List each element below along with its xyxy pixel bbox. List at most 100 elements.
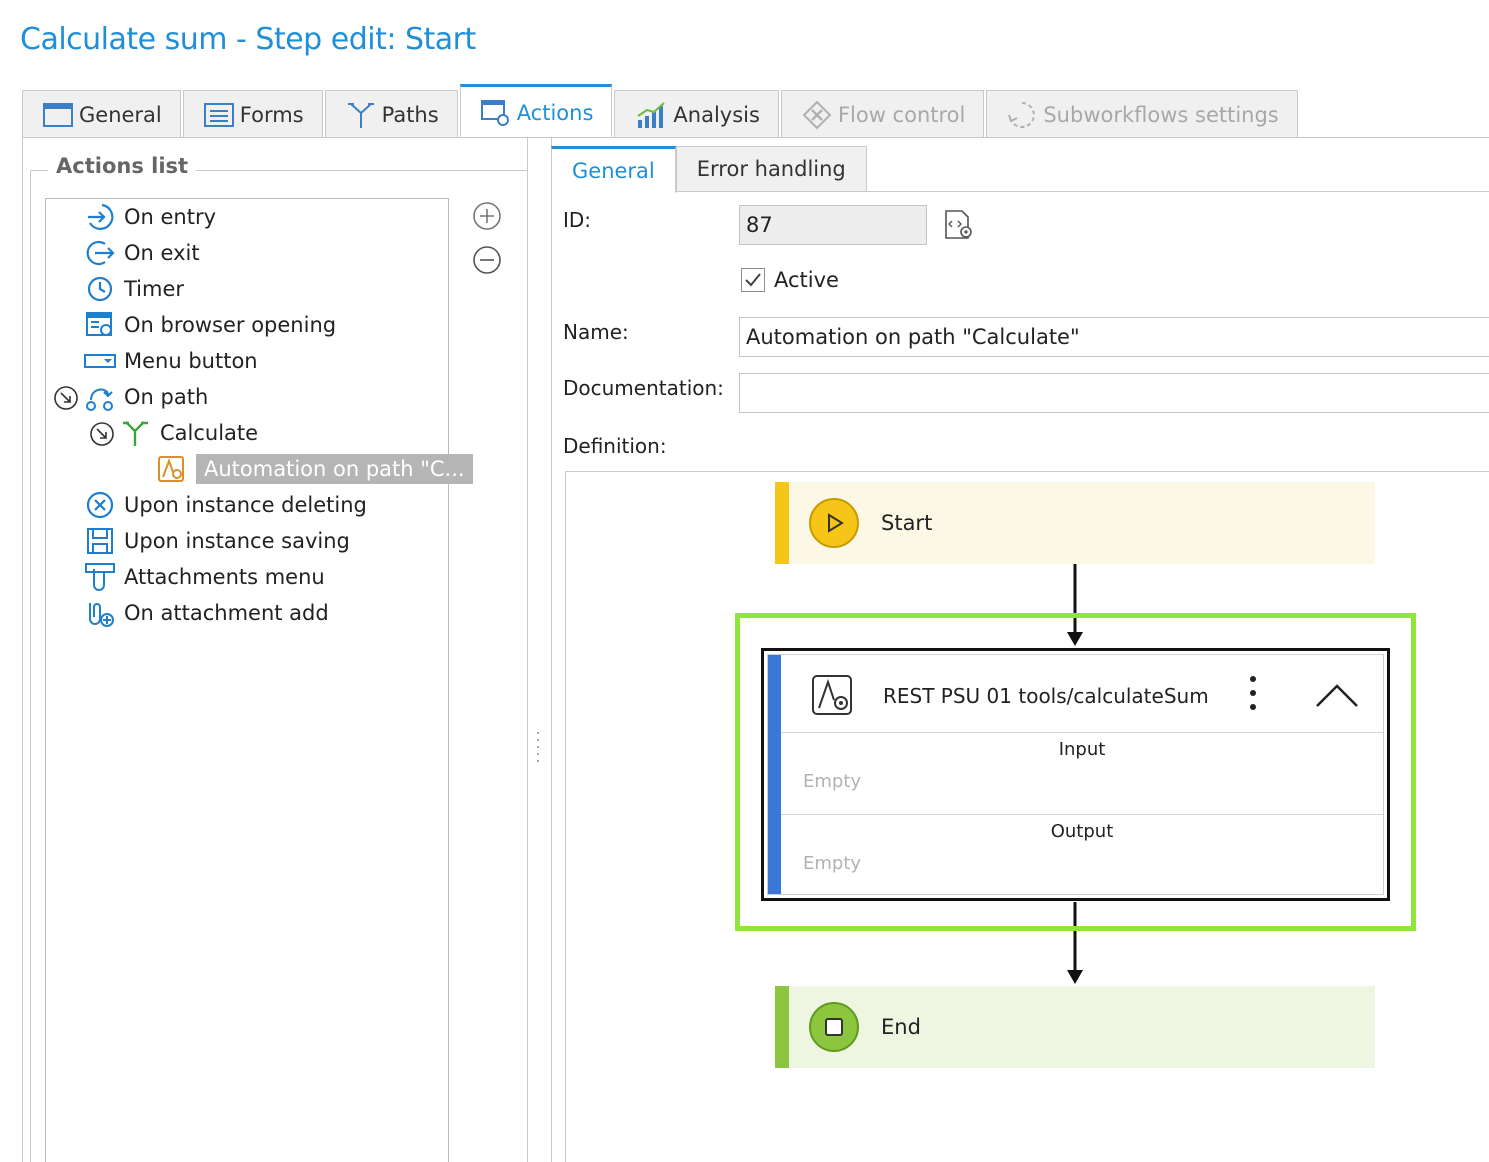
more-options-icon[interactable] (1248, 675, 1258, 715)
subtab-general[interactable]: General (551, 146, 676, 193)
tree-item-label: Calculate (160, 421, 259, 445)
subtabs-divider (848, 191, 1489, 192)
subworkflow-icon (1008, 101, 1036, 128)
tab-actions-label: Actions (516, 100, 594, 125)
subtab-error-handling[interactable]: Error handling (675, 146, 867, 192)
tree-item-automation-on-path[interactable]: Automation on path "C... (156, 452, 473, 486)
end-label: End (881, 1015, 921, 1039)
documentation-label: Documentation: (563, 376, 724, 400)
main-tabs: General Forms Paths Actions Analysis Flo… (22, 84, 1300, 138)
tab-subworkflows-settings[interactable]: Subworkflows settings (986, 90, 1298, 138)
form-icon (203, 102, 234, 127)
tree-item-label: Upon instance saving (124, 529, 350, 553)
checkmark-icon (745, 273, 761, 287)
start-node-bar (775, 482, 789, 564)
automation-icon (812, 675, 852, 715)
tree-item-label: On attachment add (124, 601, 329, 625)
action-title: REST PSU 01 tools/calculateSum (883, 684, 1209, 708)
save-icon (84, 525, 116, 557)
tab-actions[interactable]: Actions (459, 84, 613, 138)
definition-label: Definition: (563, 434, 667, 458)
tree-item-on-browser-opening[interactable]: On browser opening (84, 308, 336, 342)
output-section: Output Empty (781, 815, 1383, 897)
input-title: Input (1058, 739, 1106, 760)
play-icon (809, 498, 859, 548)
tree-item-calculate[interactable]: Calculate (120, 416, 258, 450)
tree-item-on-path[interactable]: On path (84, 380, 208, 414)
name-field[interactable]: Automation on path "Calculate" (739, 317, 1489, 357)
tab-analysis[interactable]: Analysis (614, 90, 779, 138)
deleting-icon (84, 489, 116, 521)
tab-flow-control-label: Flow control (837, 102, 966, 127)
input-section: Input Empty (781, 733, 1383, 815)
tree-item-label: On path (124, 385, 209, 409)
code-settings-icon[interactable] (942, 208, 976, 242)
tree-item-upon-instance-deleting[interactable]: Upon instance deleting (84, 488, 367, 522)
tab-flow-control[interactable]: Flow control (780, 90, 985, 138)
paths-icon (347, 102, 374, 128)
name-label: Name: (563, 320, 629, 344)
tab-general[interactable]: General (22, 90, 181, 138)
tree-item-timer[interactable]: Timer (84, 272, 184, 306)
right-panel (551, 137, 1489, 1162)
end-node[interactable]: End (775, 986, 1375, 1068)
actions-icon (480, 99, 509, 126)
automation-icon (156, 453, 188, 485)
tree-item-on-attachment-add[interactable]: On attachment add (84, 596, 329, 630)
tree-item-menu-button[interactable]: Menu button (84, 344, 258, 378)
panel-splitter-handle[interactable] (536, 730, 540, 764)
tree-item-upon-instance-saving[interactable]: Upon instance saving (84, 524, 350, 558)
tab-paths-label: Paths (381, 102, 439, 127)
add-action-button[interactable] (470, 199, 504, 233)
tree-item-label: Menu button (124, 349, 258, 373)
attachment-add-icon (84, 597, 116, 629)
remove-action-button[interactable] (470, 243, 504, 277)
flow-control-icon (802, 100, 832, 129)
on-exit-icon (84, 237, 116, 269)
collapse-on-path-toggle[interactable] (53, 385, 79, 411)
menu-button-icon (84, 345, 116, 377)
collapse-calculate-toggle[interactable] (89, 421, 115, 447)
tab-forms[interactable]: Forms (182, 90, 323, 138)
tree-item-label: Timer (124, 277, 185, 301)
start-label: Start (881, 511, 933, 535)
id-field: 87 (739, 205, 927, 245)
start-node[interactable]: Start (775, 482, 1375, 564)
tree-item-label: On exit (124, 241, 200, 265)
analysis-chart-icon (637, 101, 666, 128)
tab-analysis-label: Analysis (673, 102, 760, 127)
output-empty-text: Empty (803, 853, 862, 874)
browser-opening-icon (84, 309, 116, 341)
path-icon (120, 417, 152, 449)
active-label: Active (774, 268, 839, 292)
output-title: Output (1050, 821, 1114, 842)
active-checkbox[interactable] (741, 268, 765, 292)
tree-item-label: Upon instance deleting (124, 493, 367, 517)
tabs-divider (22, 137, 1489, 138)
on-entry-icon (84, 201, 116, 233)
tree-item-on-exit[interactable]: On exit (84, 236, 200, 270)
tree-item-label: On entry (124, 205, 217, 229)
actions-list-group (30, 170, 528, 1162)
selected-action-highlight (735, 613, 1416, 931)
tree-item-label: Automation on path "C... (196, 454, 473, 484)
flow-connectors (1067, 562, 1083, 984)
tab-paths[interactable]: Paths (324, 90, 458, 138)
tree-item-on-entry[interactable]: On entry (84, 200, 216, 234)
window-icon (43, 102, 73, 127)
id-label: ID: (563, 208, 592, 232)
actions-list-legend: Actions list (48, 154, 197, 178)
tab-forms-label: Forms (239, 102, 304, 127)
documentation-field[interactable] (739, 373, 1489, 413)
tree-item-label: On browser opening (124, 313, 337, 337)
collapse-chevron-up-icon[interactable] (1315, 680, 1359, 708)
window-title: Calculate sum - Step edit: Start (20, 22, 476, 57)
actions-tree[interactable] (45, 198, 449, 1162)
action-block[interactable]: REST PSU 01 tools/calculateSum Input Emp… (761, 648, 1390, 901)
input-empty-text: Empty (803, 771, 862, 792)
end-node-bar (775, 986, 789, 1068)
tree-item-attachments-menu[interactable]: Attachments menu (84, 560, 325, 594)
action-block-bar (768, 655, 781, 894)
attachments-menu-icon (84, 561, 116, 593)
timer-icon (84, 273, 116, 305)
